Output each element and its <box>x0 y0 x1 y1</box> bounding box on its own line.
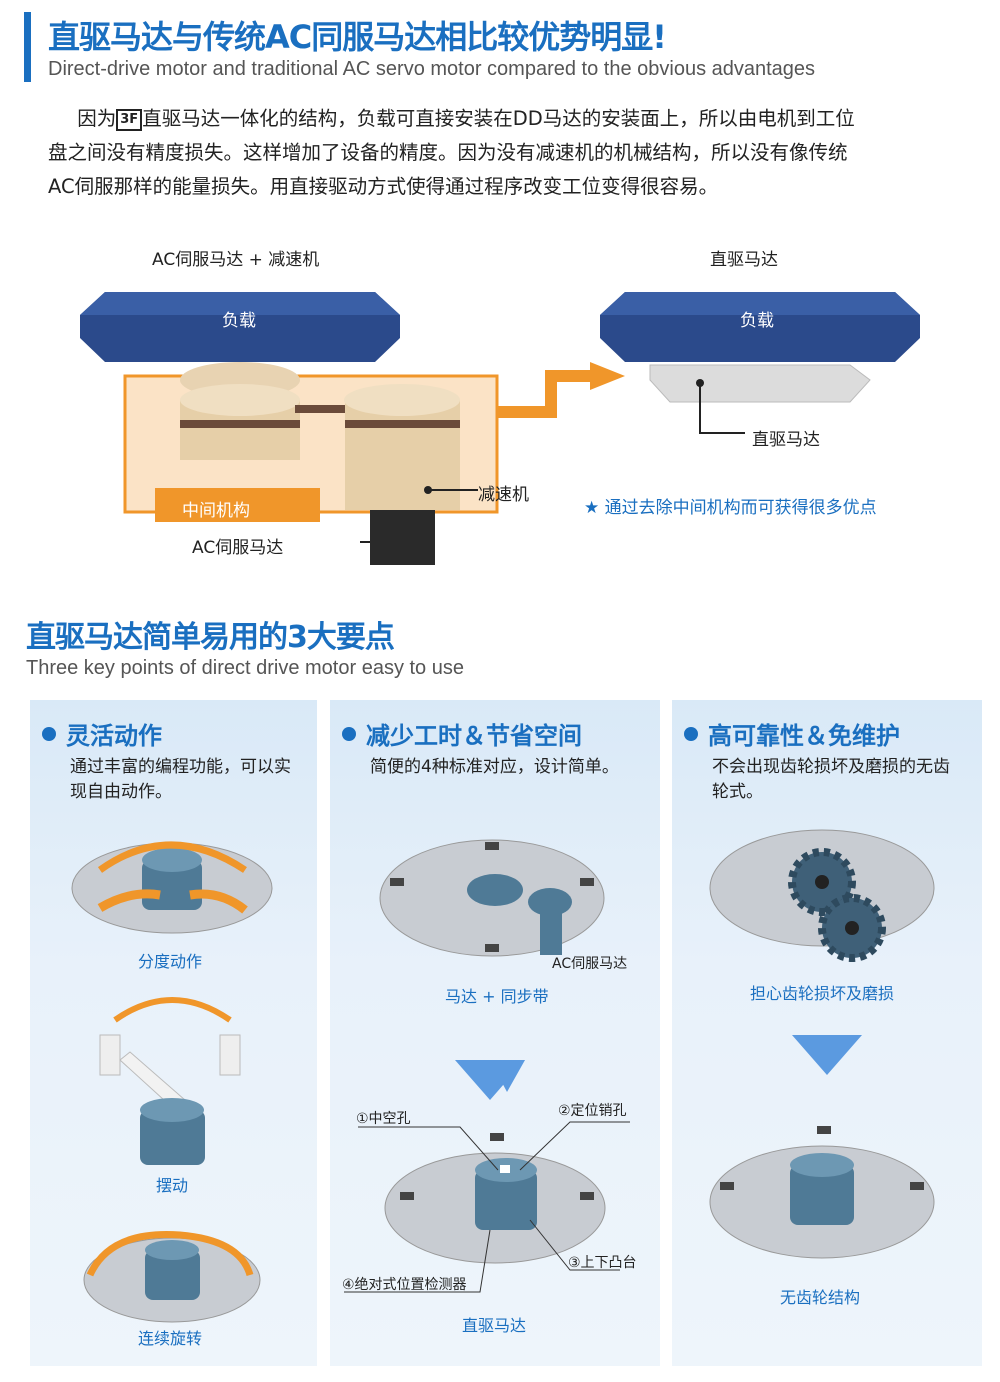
caption-swing: 摆动 <box>156 1176 189 1195</box>
title-accent-bar <box>24 12 31 82</box>
caption-belt: 马达 + 同步带 <box>445 987 549 1006</box>
para-line-3: AC伺服那样的能量损失。用直接驱动方式使得通过程序改变工位变得很容易。 <box>48 175 719 198</box>
arrow-icon <box>497 362 625 418</box>
down-arrow-icon <box>792 1035 862 1075</box>
panel-desc: 简便的4种标准对应，设计简单。 <box>370 757 619 777</box>
bullet-icon <box>42 727 56 741</box>
bullet-icon <box>342 727 356 741</box>
para-prefix: 因为 <box>77 107 117 130</box>
callout-boss: ③上下凸台 <box>568 1255 637 1271</box>
brand-logo: 3F <box>116 109 143 131</box>
para-line-2: 盘之间没有精度损失。这样增加了设备的精度。因为没有减速机的机械结构，所以没有像传… <box>48 141 848 164</box>
belt <box>295 405 355 413</box>
reducer-label: 减速机 <box>478 485 529 505</box>
reducer <box>345 400 460 510</box>
dd-motor <box>649 364 871 403</box>
dd-motor <box>790 1165 854 1225</box>
motion-illustrations <box>71 841 273 1323</box>
right-load-label: 负载 <box>740 311 774 331</box>
advantage-note: ★ 通过去除中间机构而可获得很多优点 <box>584 498 877 518</box>
swing-motor <box>140 1110 205 1165</box>
timing-belt-illustration <box>344 839 630 1293</box>
caption-gearless: 无齿轮结构 <box>780 1288 861 1307</box>
ac-servo-label: AC伺服马达 <box>192 538 284 558</box>
ac-servo <box>540 900 562 955</box>
swing-arrow-icon <box>113 997 232 1023</box>
dd-motor-label: 直驱马达 <box>752 430 820 450</box>
middle-mechanism-label-bg <box>155 488 320 522</box>
gear-illustration <box>709 829 935 1259</box>
panel-heading-text: 减少工时＆节省空间 <box>366 722 582 750</box>
pulley <box>467 874 523 906</box>
panel-heading: 灵活动作 <box>42 716 162 751</box>
continuous-arrow-icon <box>86 1231 254 1277</box>
callout-hollow: ①中空孔 <box>356 1111 411 1127</box>
panel-heading-text: 高可靠性＆免维护 <box>708 722 900 750</box>
middle-mechanism-label: 中间机构 <box>182 501 250 521</box>
panel-desc: 不会出现齿轮损坏及磨损的无齿轮式。 <box>712 757 950 802</box>
caption-gear-worry: 担心齿轮损坏及磨损 <box>750 984 895 1003</box>
section-title: 直驱马达简单易用的3大要点 <box>26 620 395 655</box>
caption-continuous: 连续旋转 <box>138 1329 203 1348</box>
panel-save-space: 减少工时＆节省空间 简便的4种标准对应，设计简单。 AC伺服马达 马达 + 同步… <box>330 700 660 1366</box>
panel-heading: 高可靠性＆免维护 <box>684 716 900 751</box>
rotate-arrow-icon <box>97 841 247 873</box>
callout-encoder: ④绝对式位置检测器 <box>342 1277 467 1293</box>
page-title: 直驱马达与传统AC同服马达相比较优势明显! <box>48 18 667 56</box>
comparison-diagram <box>80 292 920 565</box>
panel-desc: 通过丰富的编程功能，可以实现自由动作。 <box>70 757 291 802</box>
caption-indexing: 分度动作 <box>138 952 203 971</box>
para-line-1: 直驱马达一体化的结构，负载可直接安装在DD马达的安装面上，所以由电机到工位 <box>142 107 855 130</box>
page-subtitle: Direct-drive motor and traditional AC se… <box>48 58 816 80</box>
section-subtitle: Three key points of direct drive motor e… <box>26 657 464 679</box>
panel-reliability: 高可靠性＆免维护 不会出现齿轮损坏及磨损的无齿轮式。 担心齿轮损坏及磨损 无齿轮… <box>672 700 982 1366</box>
caption-dd: 直驱马达 <box>462 1316 527 1335</box>
panel-heading-text: 灵活动作 <box>66 722 162 750</box>
callout-pin-hole: ②定位销孔 <box>558 1103 627 1119</box>
ac-servo-motor <box>370 510 435 565</box>
left-load-label: 负载 <box>222 311 256 331</box>
right-diagram-title: 直驱马达 <box>710 250 778 270</box>
bullet-icon <box>684 727 698 741</box>
panel-heading: 减少工时＆节省空间 <box>342 716 582 751</box>
dd-motor <box>475 1170 537 1230</box>
ac-servo-label: AC伺服马达 <box>552 956 628 972</box>
panel-flexible-motion: 灵活动作 通过丰富的编程功能，可以实现自由动作。 分度动作 摆动 连续旋转 <box>30 700 317 1366</box>
left-diagram-title: AC伺服马达 + 减速机 <box>152 250 320 270</box>
